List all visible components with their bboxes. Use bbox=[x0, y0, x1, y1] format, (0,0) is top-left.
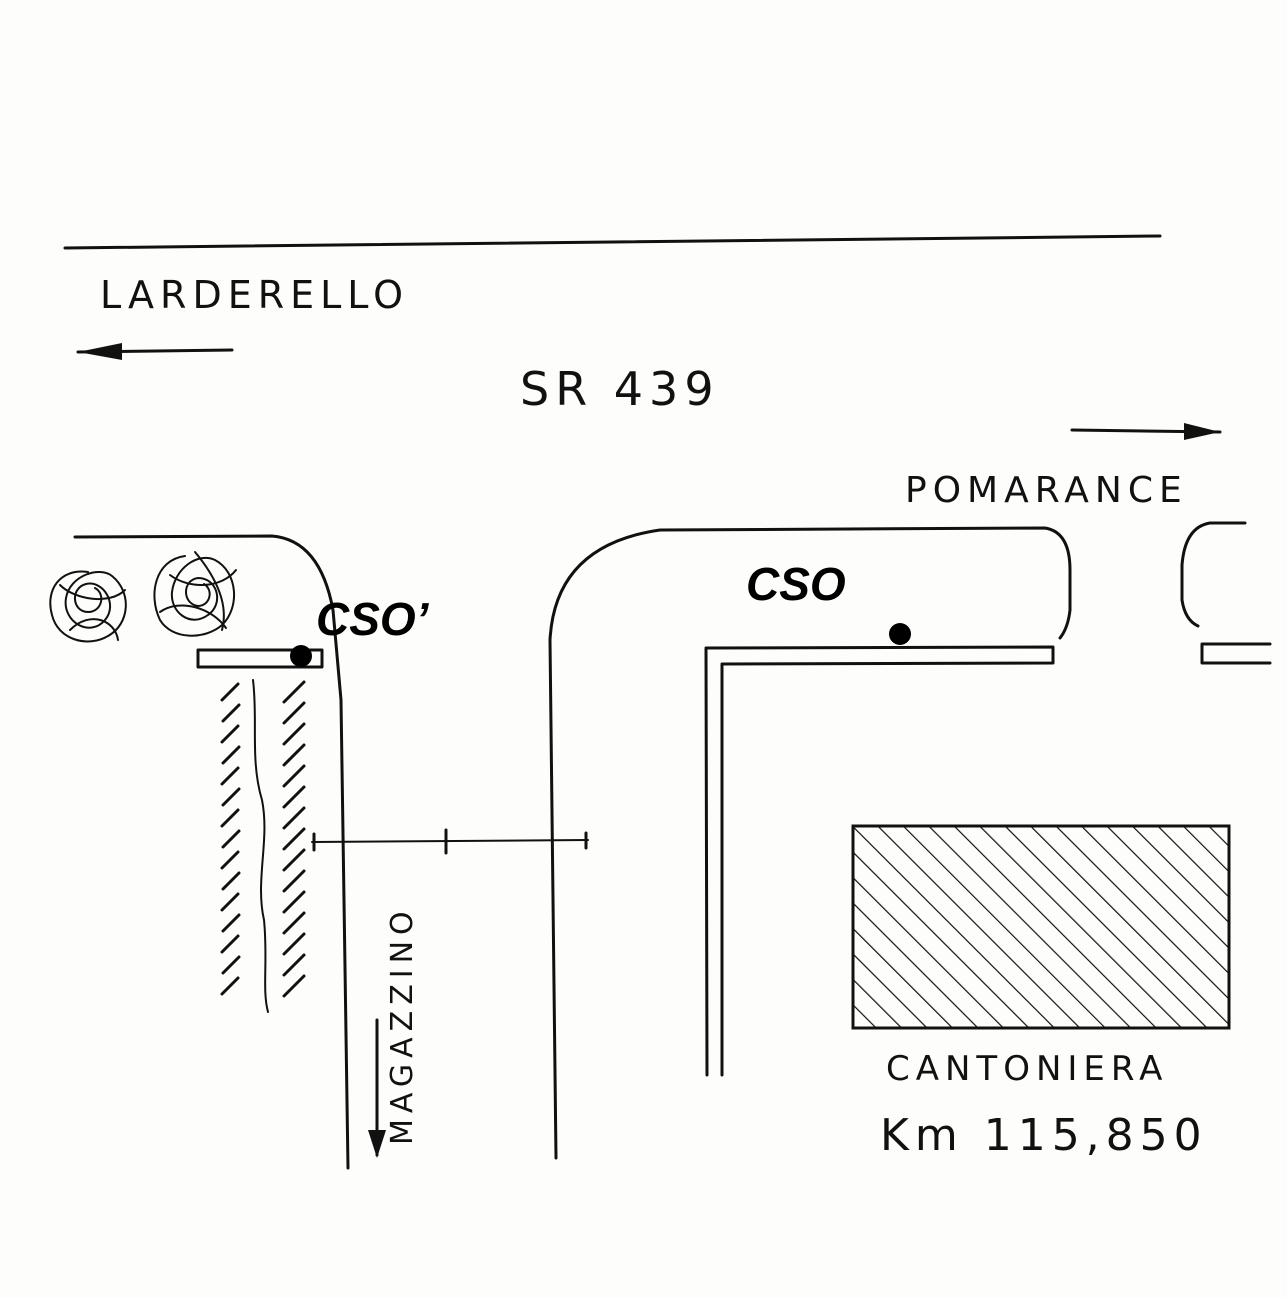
arrow-left-icon bbox=[76, 343, 234, 360]
embankment-tick bbox=[282, 890, 306, 914]
cso-left-marker bbox=[290, 645, 312, 667]
embankment-tick bbox=[220, 892, 240, 912]
arrow-right-icon bbox=[1070, 423, 1222, 440]
road-edge-far-right-curb bbox=[1180, 521, 1247, 628]
cso-left-label: CSO’ bbox=[316, 593, 430, 645]
embankment-tick bbox=[221, 703, 241, 723]
embankment-tick bbox=[282, 701, 306, 725]
embankment-tick bbox=[282, 932, 306, 956]
embankment-tick bbox=[282, 764, 306, 788]
road-width-dimension-line bbox=[311, 828, 589, 855]
embankment-tick bbox=[282, 722, 306, 746]
embankment-tick bbox=[282, 953, 306, 977]
embankment-tick bbox=[282, 869, 306, 893]
embankment-tick bbox=[220, 682, 240, 702]
cso-right-label: CSO bbox=[746, 558, 846, 610]
road-name-label: SR 439 bbox=[520, 362, 720, 416]
bush-icon-1 bbox=[49, 570, 127, 643]
cantoniera-building bbox=[851, 824, 1231, 1030]
road-edge-west-corner bbox=[73, 534, 350, 1170]
embankment-tick bbox=[282, 827, 306, 851]
kilometer-label: Km 115,850 bbox=[880, 1110, 1208, 1161]
embankment-tick bbox=[220, 934, 240, 954]
cantoniera-label: CANTONIERA bbox=[886, 1049, 1168, 1089]
embankment-tick bbox=[220, 766, 240, 786]
embankment-hatching bbox=[220, 679, 306, 1013]
embankment-tick bbox=[221, 787, 241, 807]
embankment-tick bbox=[282, 680, 306, 704]
embankment-tick bbox=[220, 808, 240, 828]
embankment-tick bbox=[221, 955, 241, 975]
far-right-barrier-bar bbox=[1200, 642, 1272, 665]
embankment-tick bbox=[220, 850, 240, 870]
embankment-tick bbox=[282, 974, 306, 998]
right-barrier-wall bbox=[704, 645, 1055, 1077]
embankment-tick bbox=[220, 724, 240, 744]
pomarance-label: POMARANCE bbox=[905, 470, 1188, 511]
embankment-tick bbox=[220, 976, 240, 996]
embankment-tick bbox=[282, 806, 306, 830]
embankment-tick bbox=[282, 743, 306, 767]
bush-icon-2 bbox=[153, 551, 237, 637]
embankment-tick bbox=[221, 913, 241, 933]
arrow-down-icon bbox=[368, 1018, 386, 1158]
magazzino-label: MAGAZZINO bbox=[385, 905, 420, 1145]
road-edge-east-corner bbox=[548, 526, 1072, 1160]
embankment-tick bbox=[221, 745, 241, 765]
cso-right-marker bbox=[889, 623, 911, 645]
road-edge-north bbox=[63, 234, 1162, 250]
embankment-tick bbox=[282, 911, 306, 935]
left-barrier-bar bbox=[196, 648, 324, 669]
embankment-tick bbox=[282, 785, 306, 809]
embankment-tick bbox=[221, 829, 241, 849]
embankment-tick bbox=[282, 848, 306, 872]
embankment-tick bbox=[221, 871, 241, 891]
larderello-label: LARDERELLO bbox=[100, 273, 409, 317]
